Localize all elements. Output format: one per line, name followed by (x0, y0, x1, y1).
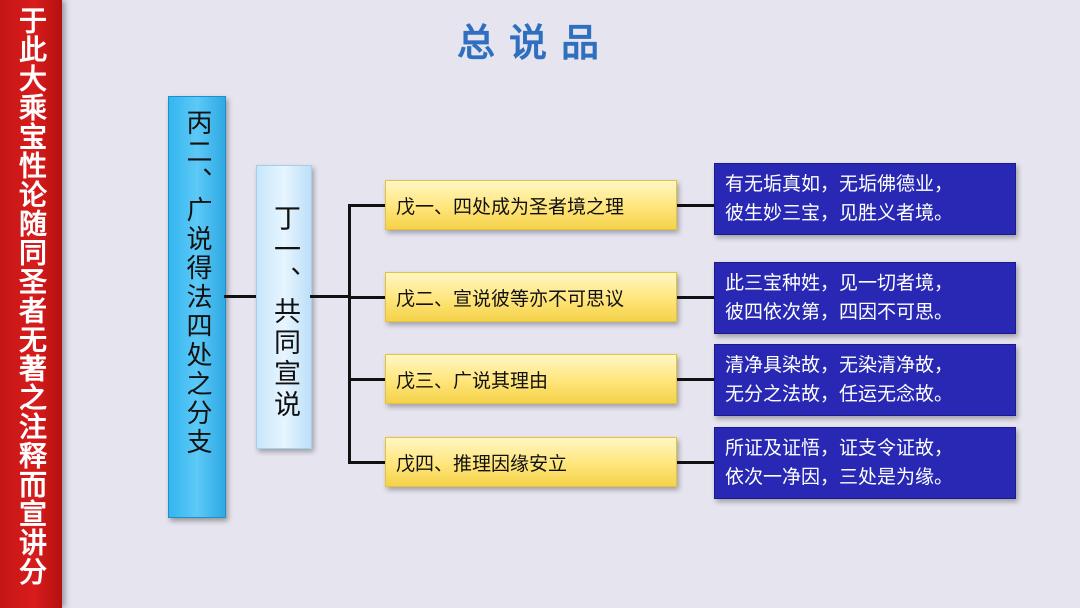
node-level2-text: 丙二、广说得法四处之分支 (182, 109, 212, 457)
connector-branch-1 (348, 204, 385, 207)
branch-node-4: 戊四、推理因缘安立 (385, 437, 677, 487)
branch-node-3: 戊三、广说其理由 (385, 354, 677, 404)
branch-node-1: 戊一、四处成为圣者境之理 (385, 180, 677, 230)
connector-branch-2 (348, 296, 385, 299)
desc-4-line-2: 依次一净因，三处是为缘。 (725, 466, 954, 488)
desc-4-line-1: 所证及证悟，证支令证故， (725, 437, 954, 459)
connector-desc-1 (677, 204, 714, 207)
connector-desc-4 (677, 461, 714, 464)
desc-2-line-2: 彼四依次第，四因不可思。 (725, 301, 954, 323)
desc-1-line-2: 彼生妙三宝，见胜义者境。 (725, 202, 954, 224)
desc-1-line-1: 有无垢真如，无垢佛德业， (725, 173, 954, 195)
node-level3: 丁一、共同宣说 (256, 165, 312, 449)
desc-3-line-2: 无分之法故，任运无念故。 (725, 383, 954, 405)
node-level3-text: 丁一、共同宣说 (269, 204, 300, 421)
desc-2-line-1: 此三宝种姓，见一切者境， (725, 272, 954, 294)
connector-trunk-vertical (348, 204, 351, 463)
desc-box-1: 有无垢真如，无垢佛德业， 彼生妙三宝，见胜义者境。 (714, 163, 1016, 235)
desc-box-4: 所证及证悟，证支令证故， 依次一净因，三处是为缘。 (714, 427, 1016, 499)
desc-box-3: 清净具染故，无染清净故， 无分之法故，任运无念故。 (714, 344, 1016, 416)
connector-desc-3 (677, 378, 714, 381)
desc-box-2: 此三宝种姓，见一切者境， 彼四依次第，四因不可思。 (714, 262, 1016, 334)
connector-desc-2 (677, 296, 714, 299)
side-banner-text: 于此大乘宝性论随同圣者无著之注释而宣讲分四 (15, 6, 48, 586)
desc-3-line-1: 清净具染故，无染清净故， (725, 354, 954, 376)
connector-branch-3 (348, 378, 385, 381)
side-banner: 于此大乘宝性论随同圣者无著之注释而宣讲分四 (0, 0, 62, 608)
connector-branch-4 (348, 461, 385, 464)
page-title: 总说品 (456, 21, 613, 65)
branch-node-2: 戊二、宣说彼等亦不可思议 (385, 272, 677, 322)
connector-level3-trunk (310, 295, 350, 298)
connector-level2-level3 (224, 295, 256, 298)
node-level2: 丙二、广说得法四处之分支 (168, 96, 226, 518)
